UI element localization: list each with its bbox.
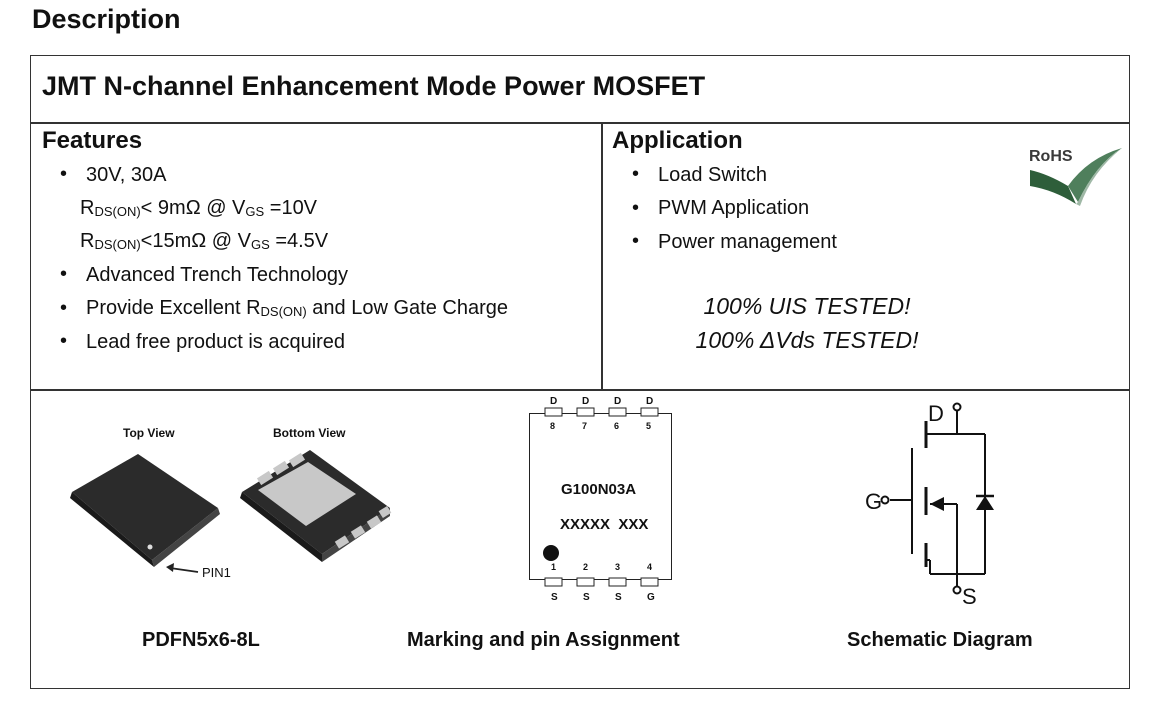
top-view-label: Top View xyxy=(123,426,175,440)
pin1-dot-icon xyxy=(543,545,559,561)
arrow-left-icon xyxy=(166,563,199,573)
bullet-dot: • xyxy=(60,297,68,319)
bullet-dot: • xyxy=(632,230,640,252)
pin-letter: D xyxy=(582,396,590,407)
feature-item-rating: 30V, 30A xyxy=(86,164,167,186)
application-item: Power management xyxy=(658,231,837,253)
pin-letter: D xyxy=(646,396,654,407)
pin-letter: D xyxy=(614,396,622,407)
vgs-value: =10V xyxy=(264,197,318,219)
rds-subscript: DS(ON) xyxy=(260,304,307,319)
pin-number: 2 xyxy=(583,562,589,572)
marking-code: G100N03A xyxy=(561,481,637,498)
divider-middle xyxy=(30,389,1130,391)
description-frame xyxy=(30,55,1130,689)
pin-number: 3 xyxy=(615,562,621,572)
text: Provide Excellent R xyxy=(86,297,261,319)
rds-symbol: R xyxy=(80,230,95,252)
feature-item-trench: Advanced Trench Technology xyxy=(86,264,349,286)
pin-letter: S xyxy=(615,592,622,603)
pin-letter: S xyxy=(583,592,590,603)
vgs-subscript: GS xyxy=(245,204,265,219)
divider-title xyxy=(30,122,1130,124)
feature-item-gate-charge: Provide Excellent RDS(ON) and Low Gate C… xyxy=(86,297,508,320)
divider-columns xyxy=(601,122,603,390)
marking-label: Marking and pin Assignment xyxy=(407,629,680,651)
application-item: PWM Application xyxy=(658,197,810,219)
bullet-dot: • xyxy=(60,263,68,285)
source-label: S xyxy=(962,584,977,609)
uis-tested: 100% UIS TESTED! xyxy=(703,293,911,319)
feature-rds-10v: RDS(ON)< 9mΩ @ VGS =10V xyxy=(80,197,317,220)
rds-value: <15mΩ @ V xyxy=(140,230,251,252)
section-title: Description xyxy=(32,4,181,34)
bottom-pin-pads xyxy=(544,577,659,587)
bullet-dot: • xyxy=(632,197,640,219)
pin-letter: S xyxy=(551,592,558,603)
mosfet-schematic-diagram xyxy=(880,402,994,595)
bottom-view-label: Bottom View xyxy=(273,426,346,440)
application-heading: Application xyxy=(612,127,743,154)
text: and Low Gate Charge xyxy=(306,297,508,319)
rds-subscript: DS(ON) xyxy=(94,237,141,252)
feature-item-lead-free: Lead free product is acquired xyxy=(86,331,346,353)
rohs-check-icon xyxy=(1030,148,1122,206)
rohs-text: RoHS xyxy=(1029,148,1073,165)
marking-lot-code: XXXXX XXX xyxy=(560,516,649,533)
bullet-dot: • xyxy=(60,163,68,185)
top-pins: D D D D xyxy=(550,396,666,416)
pin-letter: D xyxy=(550,396,558,407)
feature-rds-4v5: RDS(ON)<15mΩ @ VGS =4.5V xyxy=(80,230,328,253)
pin-number: 5 xyxy=(646,421,652,431)
pin-number: 1 xyxy=(551,562,557,572)
package-label: PDFN5x6-8L xyxy=(142,629,260,651)
rds-subscript: DS(ON) xyxy=(94,204,141,219)
top-pin-pads xyxy=(544,407,659,417)
marking-package-outline xyxy=(529,413,672,580)
bullet-dot: • xyxy=(60,330,68,352)
package-top-view-image xyxy=(70,454,220,567)
features-heading: Features xyxy=(42,127,143,154)
pin1-label: PIN1 xyxy=(202,565,231,580)
doc-title: JMT N-channel Enhancement Mode Power MOS… xyxy=(42,71,706,101)
pin-letter: G xyxy=(647,592,655,603)
pin-number: 8 xyxy=(550,421,556,431)
rds-value: < 9mΩ @ V xyxy=(140,197,246,219)
pin-number: 7 xyxy=(582,421,588,431)
rds-symbol: R xyxy=(80,197,95,219)
drain-label: D xyxy=(928,401,944,426)
vgs-subscript: GS xyxy=(250,237,270,252)
gate-label: G xyxy=(865,489,883,514)
vgs-value: =4.5V xyxy=(269,230,329,252)
bullet-dot: • xyxy=(632,163,640,185)
package-bottom-view-image xyxy=(240,450,392,562)
pin-number: 4 xyxy=(647,562,653,572)
schematic-label: Schematic Diagram xyxy=(847,629,1033,651)
pin-number: 6 xyxy=(614,421,620,431)
application-item: Load Switch xyxy=(658,164,767,186)
dvds-tested: 100% ΔVds TESTED! xyxy=(695,327,919,353)
rohs-logo: RoHS xyxy=(1026,146,1126,210)
